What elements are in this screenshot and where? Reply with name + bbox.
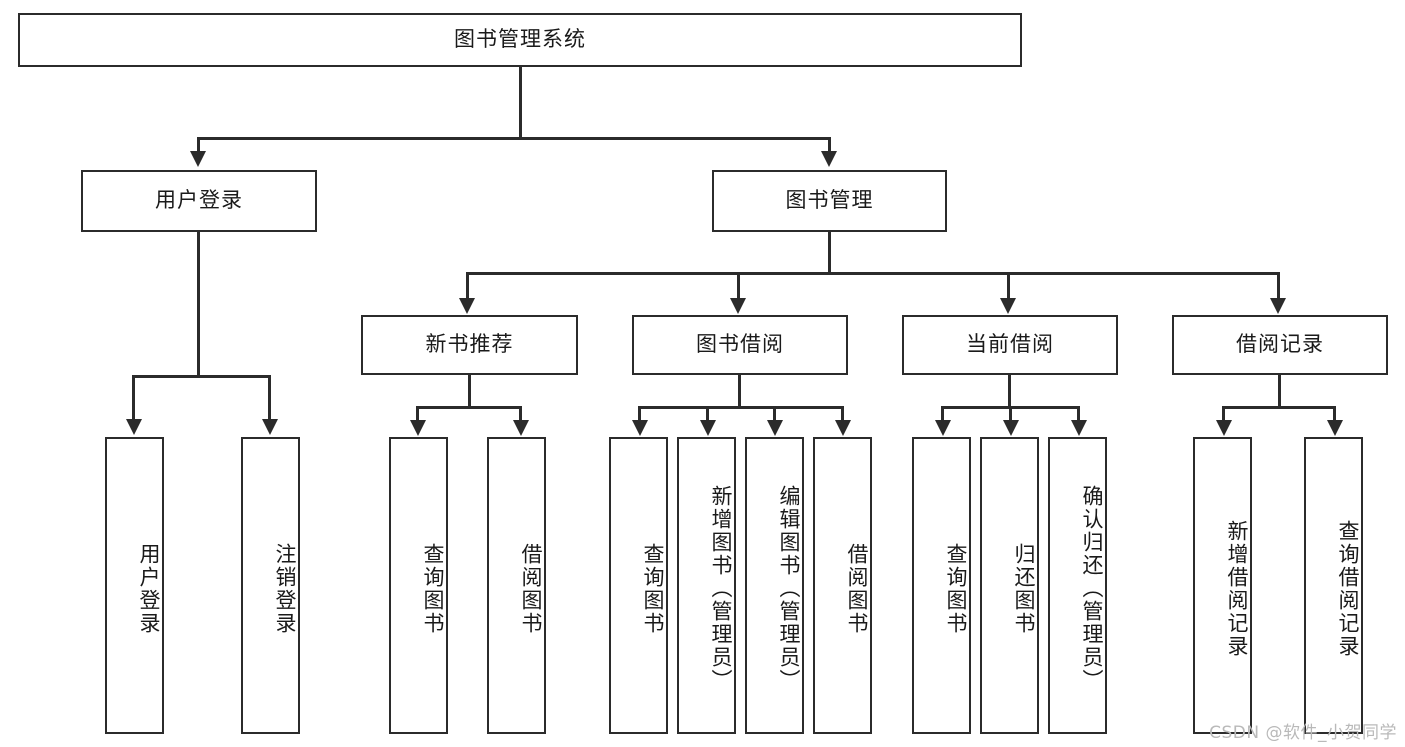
connector-root-to-book-management — [828, 137, 831, 153]
leaf-bb-edit-book-admin[interactable]: 编辑图书（管理员） — [745, 437, 804, 734]
leaf-label: 用户登录 — [137, 542, 161, 635]
arrow-icon-cb-leaf-1 — [935, 420, 951, 436]
leaf-label: 注销登录 — [273, 542, 297, 635]
node-label: 当前借阅 — [966, 332, 1054, 357]
connector-bb-bar — [638, 406, 844, 409]
leaf-label: 查询图书 — [421, 542, 445, 635]
arrow-icon-bm-to-borrow-record — [1270, 298, 1286, 314]
arrow-icon-bb-leaf-3 — [767, 420, 783, 436]
connector-bb-drop-3 — [773, 406, 776, 422]
connector-nbr-drop-1 — [416, 406, 419, 422]
arrow-icon-nbr-leaf-1 — [410, 420, 426, 436]
arrow-icon-user-login-leaf-2 — [262, 419, 278, 435]
connector-root-stem — [519, 67, 522, 139]
connector-bm-drop-2 — [737, 272, 740, 300]
leaf-cb-confirm-return-admin[interactable]: 确认归还（管理员） — [1048, 437, 1107, 734]
arrow-icon-root-to-user-login — [190, 151, 206, 167]
connector-br-drop-2 — [1333, 406, 1336, 422]
connector-nbr-drop-2 — [519, 406, 522, 422]
connector-bm-drop-3 — [1007, 272, 1010, 300]
arrow-icon-nbr-leaf-2 — [513, 420, 529, 436]
connector-bm-drop-1 — [466, 272, 469, 300]
node-label: 图书管理系统 — [454, 27, 586, 52]
node-current-borrow[interactable]: 当前借阅 — [902, 315, 1118, 375]
connector-user-login-drop-1 — [132, 375, 135, 421]
connector-root-to-user-login — [197, 137, 200, 153]
leaf-label: 编辑图书（管理员） — [777, 485, 801, 692]
connector-cb-drop-1 — [941, 406, 944, 422]
arrow-icon-br-leaf-1 — [1216, 420, 1232, 436]
connector-br-stem — [1278, 375, 1281, 409]
leaf-br-add-record[interactable]: 新增借阅记录 — [1193, 437, 1252, 734]
node-label: 图书借阅 — [696, 332, 784, 357]
node-root-book-management-system[interactable]: 图书管理系统 — [18, 13, 1022, 67]
connector-cb-drop-2 — [1009, 406, 1012, 422]
leaf-nbr-query-book[interactable]: 查询图书 — [389, 437, 448, 734]
arrow-icon-bb-leaf-1 — [632, 420, 648, 436]
connector-root-bar — [197, 137, 831, 140]
leaf-br-query-record[interactable]: 查询借阅记录 — [1304, 437, 1363, 734]
leaf-cb-return-book[interactable]: 归还图书 — [980, 437, 1039, 734]
connector-book-management-stem — [828, 232, 831, 274]
connector-cb-stem — [1008, 375, 1011, 409]
connector-nbr-bar — [416, 406, 522, 409]
connector-nbr-stem — [468, 375, 471, 409]
node-borrow-record[interactable]: 借阅记录 — [1172, 315, 1388, 375]
node-label: 图书管理 — [785, 188, 874, 213]
leaf-label: 查询图书 — [944, 542, 968, 635]
arrow-icon-bb-leaf-2 — [700, 420, 716, 436]
node-label: 新书推荐 — [425, 332, 514, 357]
connector-br-drop-1 — [1222, 406, 1225, 422]
node-book-borrow[interactable]: 图书借阅 — [632, 315, 848, 375]
node-label: 用户登录 — [155, 188, 243, 213]
leaf-label: 新增借阅记录 — [1225, 519, 1249, 658]
arrow-icon-user-login-leaf-1 — [126, 419, 142, 435]
leaf-label: 查询图书 — [641, 542, 665, 635]
leaf-label: 借阅图书 — [519, 542, 543, 635]
node-user-login[interactable]: 用户登录 — [81, 170, 317, 232]
node-book-management[interactable]: 图书管理 — [712, 170, 947, 232]
connector-cb-drop-3 — [1077, 406, 1080, 422]
arrow-icon-cb-leaf-3 — [1071, 420, 1087, 436]
connector-br-bar — [1222, 406, 1336, 409]
connector-bm-drop-4 — [1277, 272, 1280, 300]
connector-bb-drop-4 — [841, 406, 844, 422]
leaf-label: 确认归还（管理员） — [1080, 485, 1104, 692]
arrow-icon-root-to-book-management — [821, 151, 837, 167]
connector-user-login-stem — [197, 232, 200, 378]
arrow-icon-bm-to-new-book-recommend — [459, 298, 475, 314]
leaf-bb-borrow-book[interactable]: 借阅图书 — [813, 437, 872, 734]
node-label: 借阅记录 — [1236, 332, 1324, 357]
connector-bb-stem — [738, 375, 741, 409]
leaf-bb-add-book-admin[interactable]: 新增图书（管理员） — [677, 437, 736, 734]
leaf-user-login[interactable]: 用户登录 — [105, 437, 164, 734]
arrow-icon-bm-to-current-borrow — [1000, 298, 1016, 314]
connector-user-login-bar — [132, 375, 270, 378]
leaf-label: 查询借阅记录 — [1336, 519, 1360, 658]
connector-book-management-bar — [466, 272, 1280, 275]
leaf-nbr-borrow-book[interactable]: 借阅图书 — [487, 437, 546, 734]
connector-bb-drop-2 — [706, 406, 709, 422]
arrow-icon-br-leaf-2 — [1327, 420, 1343, 436]
leaf-bb-query-book[interactable]: 查询图书 — [609, 437, 668, 734]
leaf-label: 归还图书 — [1012, 542, 1036, 635]
leaf-label: 借阅图书 — [845, 542, 869, 635]
connector-user-login-drop-2 — [268, 375, 271, 421]
arrow-icon-bm-to-book-borrow — [730, 298, 746, 314]
arrow-icon-bb-leaf-4 — [835, 420, 851, 436]
leaf-user-logout[interactable]: 注销登录 — [241, 437, 300, 734]
connector-bb-drop-1 — [638, 406, 641, 422]
node-new-book-recommend[interactable]: 新书推荐 — [361, 315, 578, 375]
leaf-cb-query-book[interactable]: 查询图书 — [912, 437, 971, 734]
arrow-icon-cb-leaf-2 — [1003, 420, 1019, 436]
leaf-label: 新增图书（管理员） — [709, 485, 733, 692]
